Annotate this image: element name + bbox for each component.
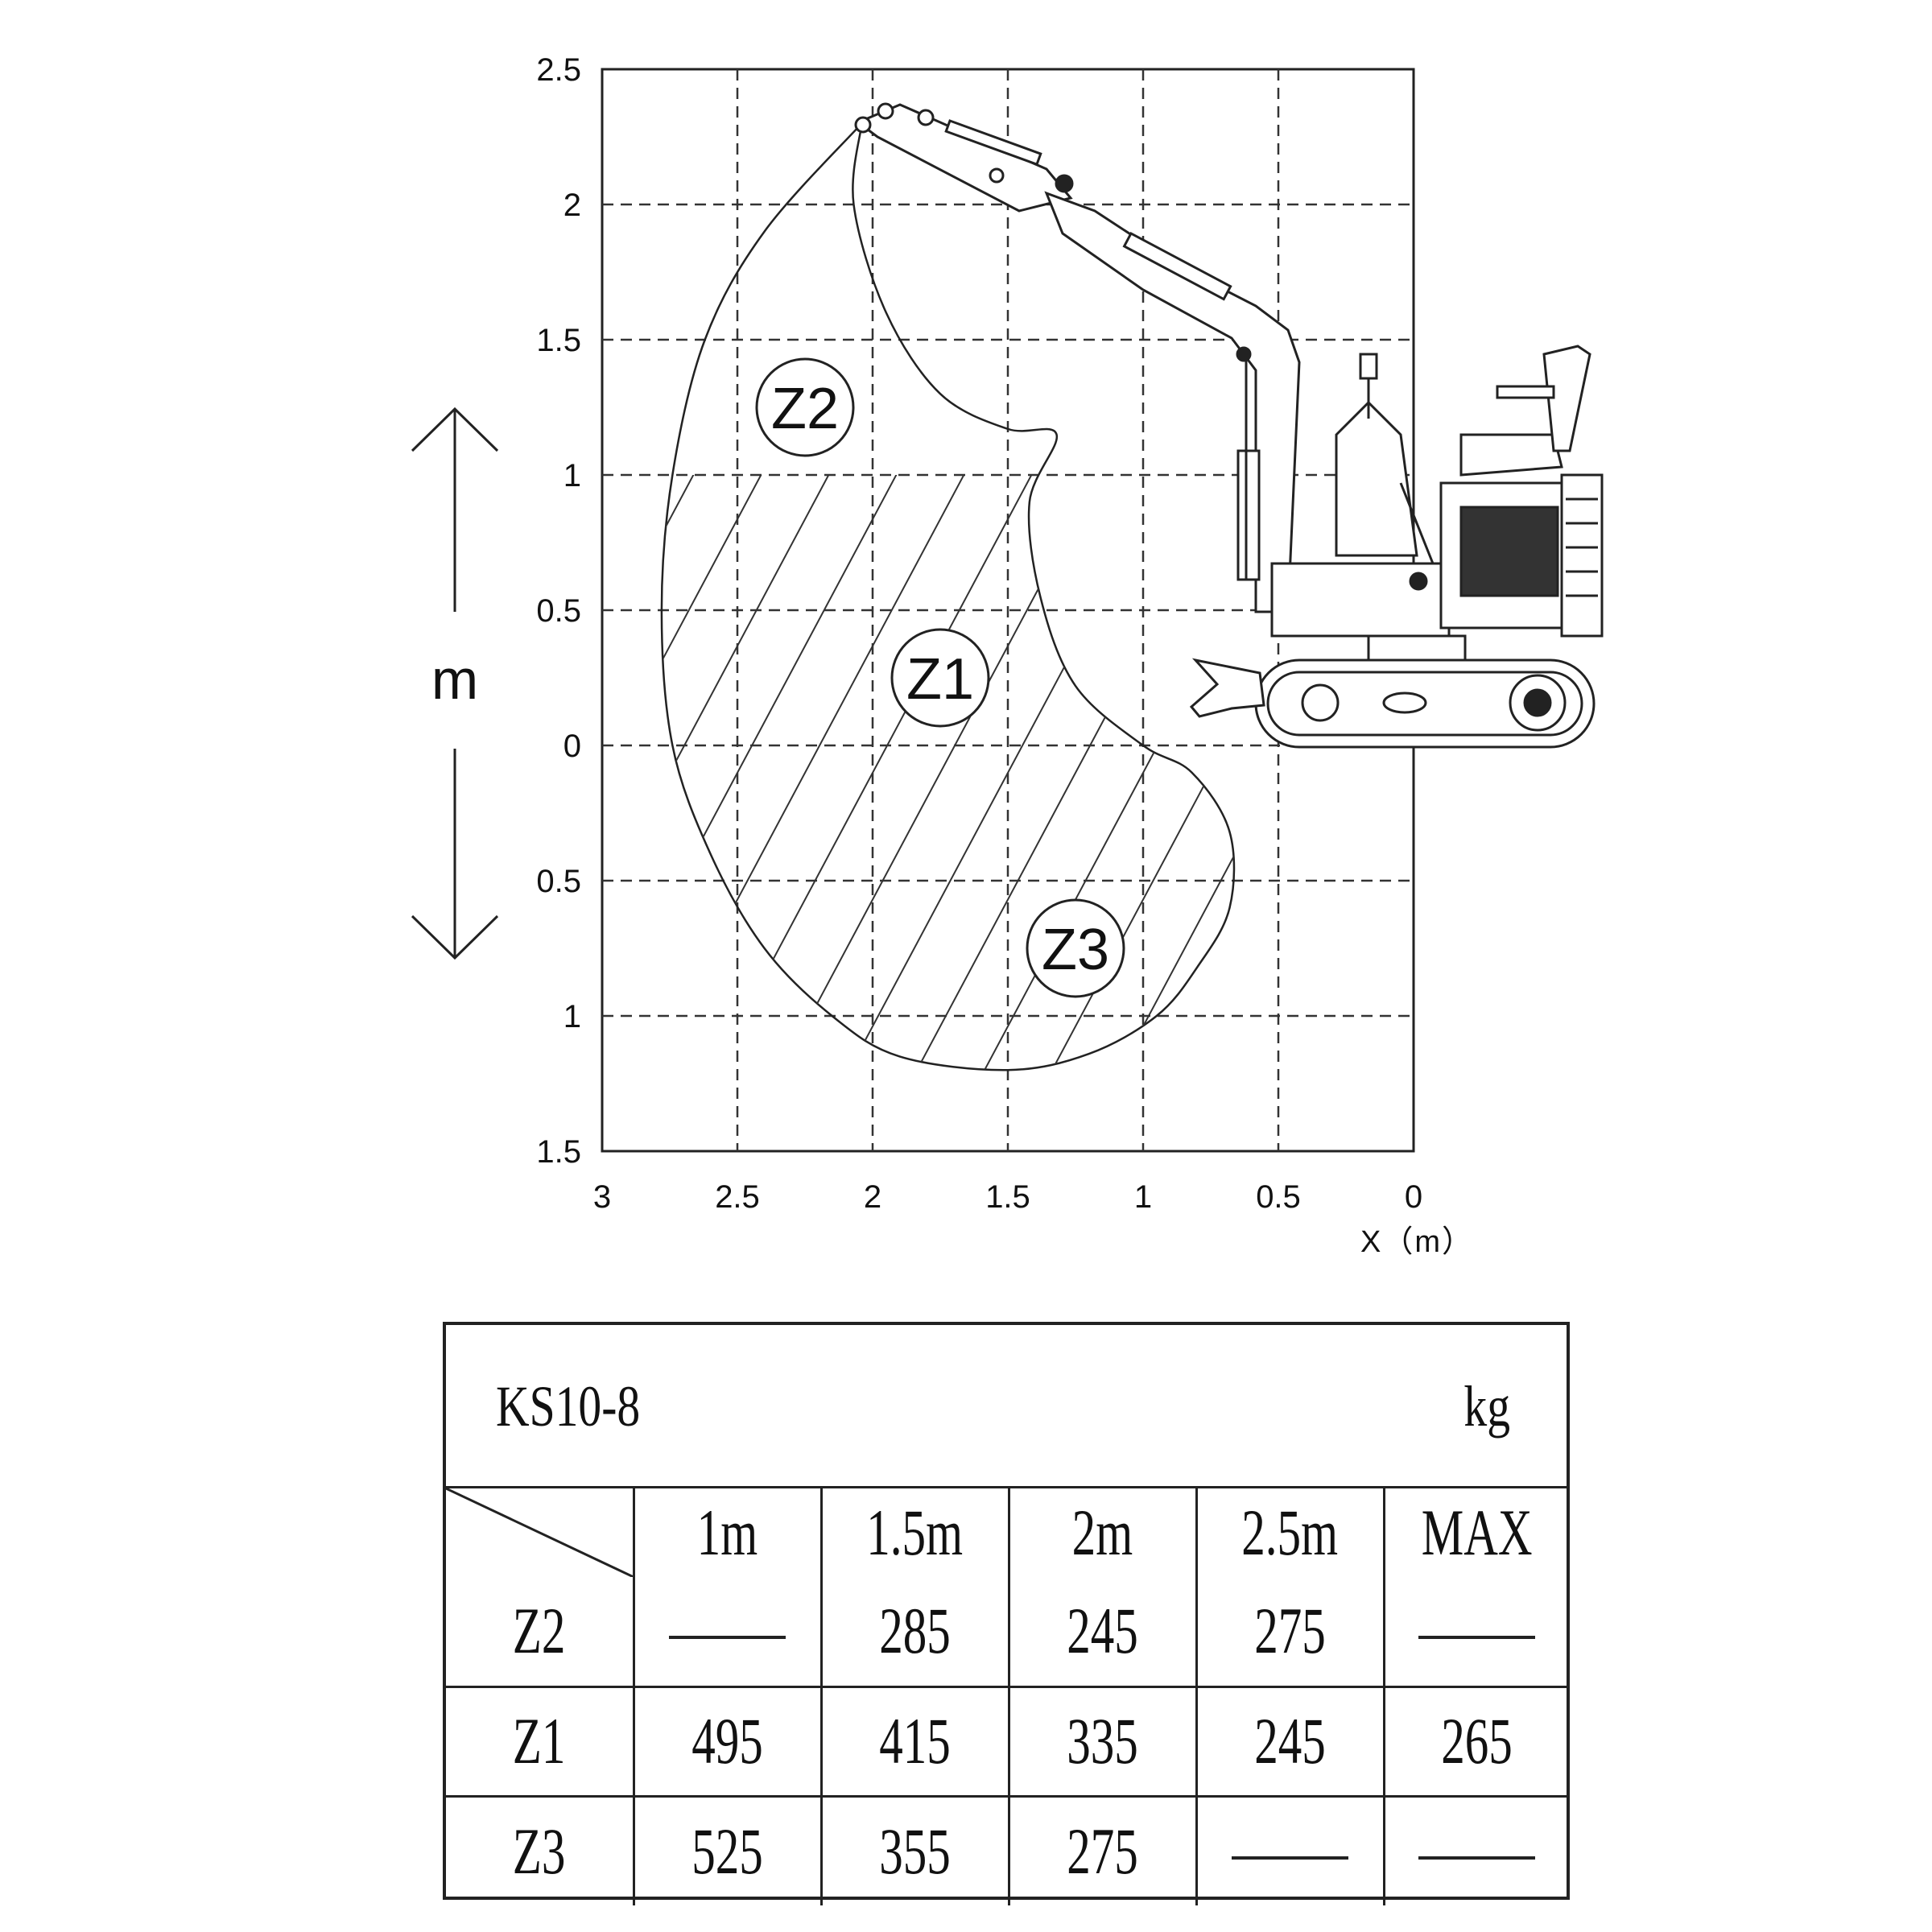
capacity-cell: 245 <box>1195 1685 1385 1798</box>
zone-label-z3: Z3 <box>1026 898 1125 998</box>
y-tick-label: 1 <box>564 458 581 493</box>
column-header-row: 1m 1.5m 2m 2.5m MAX <box>446 1488 1568 1577</box>
hatch-line <box>0 0 541 1208</box>
zone-circle <box>1026 898 1125 998</box>
x-tick-label: 0 <box>1405 1179 1422 1215</box>
hatch-line <box>661 475 812 1071</box>
hatch-line <box>0 0 135 1208</box>
zone-name: Z2 <box>771 377 839 441</box>
row-zone-label: Z2 <box>446 1577 635 1688</box>
y-tick-label: 1.5 <box>536 1134 581 1170</box>
y-tick-labels: 2.5 2 1.5 1 0.5 0 0.5 1 1.5 <box>536 52 581 1170</box>
x-tick-label: 1.5 <box>985 1179 1030 1215</box>
capacity-cell: 355 <box>819 1794 1010 1905</box>
zone-label-z2: Z2 <box>755 357 855 457</box>
x-tick-label: 0.5 <box>1256 1179 1301 1215</box>
capacity-cell: 335 <box>1007 1685 1198 1798</box>
hatch-line <box>661 475 1015 1071</box>
no-value-dash <box>1418 1856 1535 1860</box>
column-header: 2.5m <box>1195 1488 1385 1577</box>
hatch-line <box>0 0 338 1208</box>
zone-name: Z1 <box>906 647 974 712</box>
hatch-line <box>1046 475 1234 1071</box>
row-zone-label: Z3 <box>446 1794 635 1905</box>
hatch-line <box>661 475 1218 1071</box>
hatch-line <box>661 475 1150 1071</box>
y-tick-label: 0.5 <box>536 864 581 899</box>
x-axis-label: X（m） <box>1360 1225 1474 1259</box>
no-value-dash <box>669 1636 786 1640</box>
x-tick-label: 2 <box>864 1179 881 1215</box>
capacity-cell: 415 <box>819 1685 1010 1798</box>
y-tick-label: 2 <box>564 188 581 223</box>
capacity-cell: 275 <box>1007 1794 1198 1905</box>
vertical-axis-arrow <box>411 407 499 960</box>
diagonal-divider <box>446 1488 634 1577</box>
vertical-unit-label: m <box>431 648 478 711</box>
model-name: KS10-8 <box>496 1374 641 1439</box>
zone-label-z1: Z1 <box>890 628 990 728</box>
x-tick-label: 1 <box>1134 1179 1152 1215</box>
column-header: 1.5m <box>819 1488 1010 1577</box>
column-header: 1m <box>632 1488 823 1577</box>
y-tick-label: 1 <box>564 999 581 1034</box>
hatch-line <box>0 0 203 1208</box>
corner-cell <box>446 1488 635 1577</box>
x-tick-labels: 3 2.5 2 1.5 1 0.5 0 <box>593 1179 1422 1215</box>
x-tick-label: 2.5 <box>715 1179 760 1215</box>
working-envelope <box>660 122 1236 1071</box>
hatch-line <box>0 0 68 1208</box>
hatch-line <box>978 475 1234 1071</box>
hatch-line <box>661 475 745 1071</box>
hatch-line <box>1587 0 1932 1208</box>
hatch-line <box>661 475 1083 1071</box>
hatch-line <box>0 0 473 1208</box>
capacity-cell <box>632 1577 823 1688</box>
table-header-bar: KS10-8 kg <box>446 1325 1567 1488</box>
working-range-diagram: 2.5 2 1.5 1 0.5 0 0.5 1 1.5 3 2.5 2 1.5 1 0.5 0 X（m） m… <box>0 0 1932 1259</box>
capacity-cell <box>1382 1577 1568 1688</box>
capacity-cell: 495 <box>632 1685 823 1798</box>
capacity-cell: 275 <box>1195 1577 1385 1688</box>
capacity-cell: 265 <box>1382 1685 1568 1798</box>
y-tick-label: 1.5 <box>536 323 581 358</box>
capacity-cell: 245 <box>1007 1577 1198 1688</box>
capacity-cell <box>1382 1794 1568 1905</box>
unit-label: kg <box>1463 1374 1510 1439</box>
excavator-illustration <box>854 102 1604 749</box>
hatch-line <box>0 0 609 1208</box>
zone-circle <box>890 628 990 728</box>
column-header: 2m <box>1007 1488 1198 1577</box>
hatch-line <box>0 0 270 1208</box>
y-tick-label: 0 <box>564 729 581 764</box>
capacity-cell: 285 <box>819 1577 1010 1688</box>
zone-circle <box>755 357 855 457</box>
y-tick-label: 2.5 <box>536 52 581 88</box>
zone-name: Z3 <box>1042 918 1109 982</box>
capacity-cell: 525 <box>632 1794 823 1905</box>
hatch-line <box>661 475 947 1071</box>
capacity-cell <box>1195 1794 1385 1905</box>
column-header: MAX <box>1382 1488 1568 1577</box>
no-value-dash <box>1418 1636 1535 1640</box>
x-tick-label: 3 <box>593 1179 611 1215</box>
no-value-dash <box>1232 1856 1348 1860</box>
row-zone-label: Z1 <box>446 1685 635 1798</box>
hatch-line <box>0 0 406 1208</box>
y-tick-label: 0.5 <box>536 593 581 629</box>
